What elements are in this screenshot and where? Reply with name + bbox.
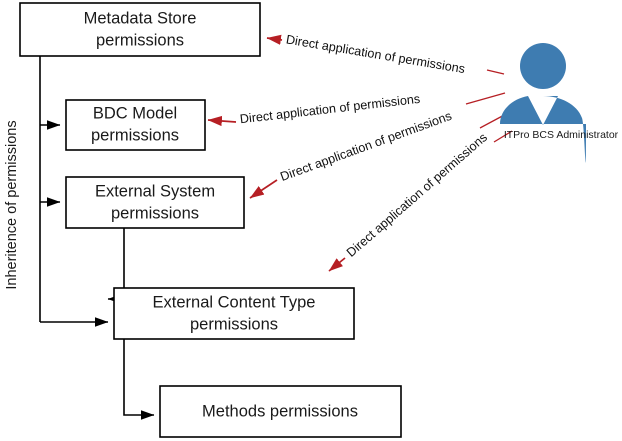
- box-external-system[interactable]: External System permissions: [65, 176, 245, 229]
- box-methods[interactable]: Methods permissions: [159, 385, 402, 438]
- box-external-system-line1: External System: [95, 182, 215, 200]
- box-metadata-store-line1: Metadata Store: [84, 9, 197, 27]
- direct-arrow-to-bdc-model-label: Direct application of permissions: [239, 92, 421, 126]
- actor-label: ITPro BCS Administrator: [504, 129, 619, 141]
- direct-arrow-to-metadata-store-tail: [486, 69, 505, 75]
- direct-arrow-to-external-system-label: Direct application of permissions: [278, 109, 453, 184]
- box-methods-line1: Methods permissions: [202, 402, 358, 420]
- box-bdc-model-rect[interactable]: [65, 99, 206, 151]
- box-external-content-type-line1: External Content Type: [153, 293, 316, 311]
- direct-arrow-to-external-system-line: [249, 179, 278, 199]
- avatar-head-icon: [520, 43, 566, 89]
- box-bdc-model-line1: BDC Model: [93, 104, 177, 122]
- box-methods-rect[interactable]: [159, 385, 402, 438]
- avatar-body-icon: [500, 96, 586, 163]
- inheritance-side-label: Inheritence of permissions: [4, 120, 20, 289]
- box-metadata-store-rect[interactable]: [19, 2, 261, 57]
- box-external-content-type-rect[interactable]: [113, 287, 355, 340]
- direct-arrow-to-metadata-store-label: Direct application of permissions: [285, 32, 466, 76]
- box-bdc-model-line2: permissions: [91, 126, 179, 144]
- box-bdc-model[interactable]: BDC Model permissions: [65, 99, 206, 151]
- box-metadata-store[interactable]: Metadata Store permissions: [19, 2, 261, 57]
- direct-arrow-to-bdc-model[interactable]: Direct application of permissions: [207, 92, 506, 127]
- box-external-content-type[interactable]: External Content Type permissions: [113, 287, 355, 340]
- direct-arrow-to-external-content-type-tail: [493, 130, 513, 143]
- person-avatar-icon: [500, 43, 586, 163]
- box-external-system-line2: permissions: [111, 204, 199, 222]
- direct-arrow-to-external-content-type-line: [328, 257, 346, 272]
- connector-ect-to-methods: [123, 339, 155, 420]
- direct-arrow-to-bdc-model-line: [207, 115, 237, 127]
- box-external-system-rect[interactable]: [65, 176, 245, 229]
- direct-arrow-to-bdc-model-tail: [465, 92, 506, 105]
- direct-arrow-to-metadata-store-line: [266, 34, 283, 45]
- direct-arrow-to-metadata-store[interactable]: Direct application of permissions: [266, 32, 505, 76]
- box-external-content-type-line2: permissions: [190, 315, 278, 333]
- box-metadata-store-line2: permissions: [96, 31, 184, 49]
